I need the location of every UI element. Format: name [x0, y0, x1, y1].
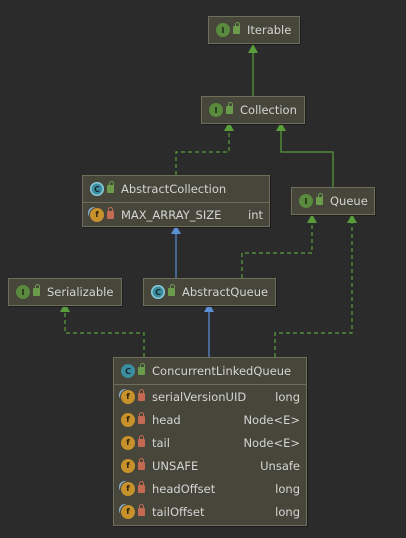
public-visibility-icon — [107, 181, 114, 193]
field-icon: f — [90, 207, 104, 222]
private-visibility-icon — [138, 434, 145, 447]
interface-icon: I — [216, 23, 230, 37]
node-abstract-collection[interactable]: C AbstractCollection f MAX_ARRAY_SIZE in… — [82, 175, 270, 227]
field-name: tail — [152, 435, 170, 450]
field-name: headOffset — [152, 481, 216, 496]
abstract-class-icon: C — [151, 285, 165, 299]
field-name: serialVersionUID — [152, 389, 247, 404]
edge-clq-serializable — [60, 303, 145, 357]
private-visibility-icon — [138, 503, 145, 516]
node-serializable[interactable]: I Serializable — [8, 278, 122, 306]
private-visibility-icon — [107, 206, 114, 219]
field-type: long — [275, 504, 300, 519]
edge-queue-collection — [276, 122, 334, 187]
private-visibility-icon — [138, 411, 145, 424]
field-icon: f — [121, 458, 135, 473]
class-icon: C — [121, 364, 135, 378]
node-queue[interactable]: I Queue — [291, 187, 375, 215]
node-collection-name: Collection — [240, 103, 297, 117]
field-type: Node<E> — [243, 435, 300, 450]
field-icon: f — [121, 504, 135, 519]
field-name: tailOffset — [152, 504, 205, 519]
field-type: Node<E> — [243, 412, 300, 427]
private-visibility-icon — [138, 480, 145, 493]
field-type: int — [248, 207, 263, 222]
field-row[interactable]: f tail Node<E> — [114, 431, 306, 454]
field-type: long — [275, 389, 300, 404]
edge-abstractqueue-queue — [241, 214, 317, 278]
public-visibility-icon — [168, 284, 175, 296]
public-visibility-icon — [33, 284, 40, 296]
field-type: long — [275, 481, 300, 496]
edge-clq-queue — [274, 214, 357, 357]
field-icon: f — [121, 412, 135, 427]
field-name: MAX_ARRAY_SIZE — [121, 207, 222, 222]
interface-icon: I — [209, 103, 223, 117]
field-row[interactable]: f MAX_ARRAY_SIZE int — [83, 203, 269, 226]
node-concurrent-linked-queue[interactable]: C ConcurrentLinkedQueue f serialVersionU… — [113, 357, 307, 526]
edge-abstractcollection-collection — [175, 122, 234, 175]
node-serializable-name: Serializable — [47, 285, 114, 299]
field-row[interactable]: f serialVersionUID long — [114, 385, 306, 408]
field-type: Unsafe — [260, 458, 300, 473]
public-visibility-icon — [226, 102, 233, 114]
field-icon: f — [121, 435, 135, 450]
field-row[interactable]: f UNSAFE Unsafe — [114, 454, 306, 477]
interface-icon: I — [16, 285, 30, 299]
field-row[interactable]: f headOffset long — [114, 477, 306, 500]
node-abstract-collection-name: AbstractCollection — [121, 182, 227, 196]
field-icon: f — [121, 389, 135, 404]
node-iterable[interactable]: I Iterable — [208, 16, 300, 44]
field-name: UNSAFE — [152, 458, 199, 473]
abstract-class-icon: C — [90, 182, 104, 196]
field-row[interactable]: f head Node<E> — [114, 408, 306, 431]
private-visibility-icon — [138, 457, 145, 470]
public-visibility-icon — [233, 22, 240, 34]
private-visibility-icon — [138, 388, 145, 401]
field-name: head — [152, 412, 181, 427]
node-collection[interactable]: I Collection — [201, 96, 305, 124]
public-visibility-icon — [138, 363, 145, 375]
node-iterable-name: Iterable — [247, 23, 292, 37]
interface-icon: I — [299, 194, 313, 208]
public-visibility-icon — [316, 193, 323, 205]
node-abstract-queue-name: AbstractQueue — [182, 285, 269, 299]
field-icon: f — [121, 481, 135, 496]
field-row[interactable]: f tailOffset long — [114, 500, 306, 523]
node-concurrent-linked-queue-name: ConcurrentLinkedQueue — [152, 364, 292, 378]
node-abstract-queue[interactable]: C AbstractQueue — [143, 278, 276, 306]
node-queue-name: Queue — [330, 194, 368, 208]
